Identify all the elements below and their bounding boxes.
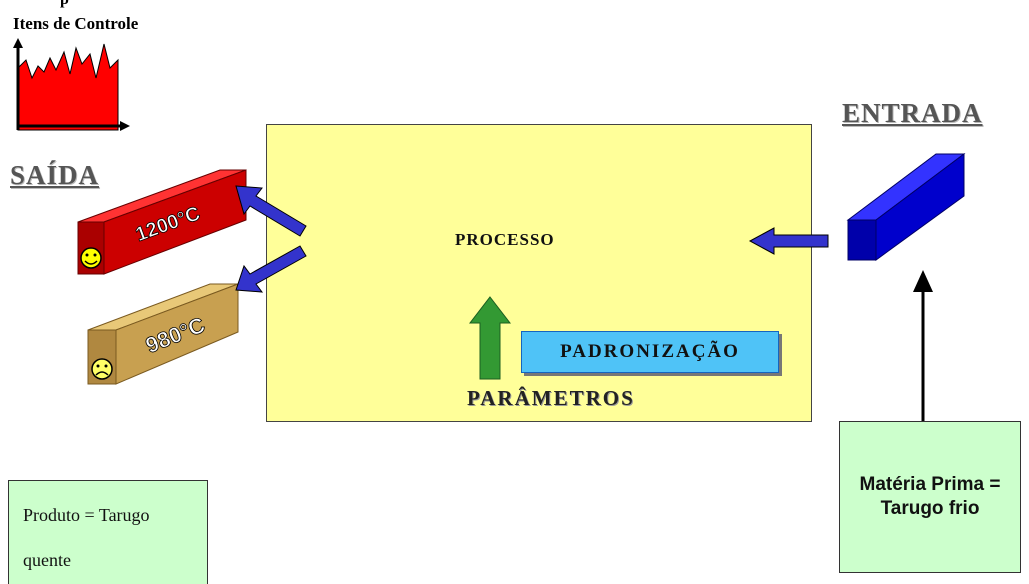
parametros-up-arrow bbox=[468, 296, 512, 380]
process-box bbox=[266, 124, 812, 422]
control-chart-icon bbox=[13, 38, 130, 131]
sad-face-icon bbox=[91, 358, 113, 380]
process-label: PROCESSO bbox=[455, 230, 555, 249]
itens-de-controle-label: Itens de Controle bbox=[13, 14, 139, 33]
raw-material-arrow bbox=[913, 270, 933, 422]
padronizacao-box: PADRONIZAÇÃO bbox=[521, 331, 779, 373]
cold-billet-bar: 980°C bbox=[87, 283, 239, 385]
hot-billet-bar: 1200°C bbox=[77, 169, 247, 275]
output-arrow-hot bbox=[235, 185, 307, 237]
cut-off-top-text: p bbox=[60, 0, 69, 9]
happy-face-icon bbox=[80, 247, 102, 269]
parametros-label: PARÂMETROS bbox=[467, 386, 635, 410]
produto-line-2: quente bbox=[23, 550, 71, 570]
produto-note: Produto = Tarugo quente bbox=[8, 480, 208, 584]
input-arrow bbox=[748, 227, 829, 255]
output-arrow-cold bbox=[235, 245, 307, 293]
raw-billet-bar bbox=[846, 153, 966, 261]
produto-line-1: Produto = Tarugo bbox=[23, 505, 150, 525]
saida-title: SAÍDA bbox=[10, 160, 100, 190]
entrada-title: ENTRADA bbox=[842, 98, 983, 128]
materia-prima-note: Matéria Prima = Tarugo frio bbox=[839, 421, 1021, 573]
